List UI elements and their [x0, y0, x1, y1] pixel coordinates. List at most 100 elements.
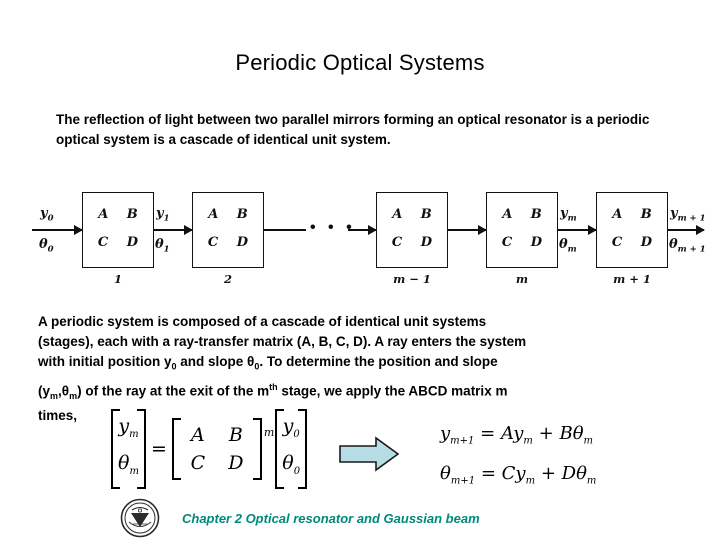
column-vector-lhs: ym θm — [111, 409, 146, 489]
result-equation-1: ym+1 = Aym + Bθm — [440, 418, 596, 458]
arrow-stage-m-to-stage-m-plus-1 — [558, 225, 597, 235]
stage-box-m-plus-1: A B C D — [596, 192, 668, 268]
ray-var-theta0: θ — [39, 237, 48, 252]
stage-2-matrix-row-1: A B — [208, 207, 255, 222]
eq1-term-1-sub: m — [523, 435, 533, 447]
arrow-stage-m-minus-1-to-stage-m — [448, 225, 487, 235]
stage-m-minus-1-matrix-row-2: C D — [391, 235, 440, 250]
body-line-5: times, — [38, 407, 78, 423]
body-line-4-sub-1: m — [50, 390, 59, 401]
arrow-into-stage-m-minus-1 — [348, 225, 377, 235]
rhs-row-2-var: θ — [282, 452, 294, 474]
stage-index-m: m — [515, 272, 529, 286]
footer: Chapter 2 Optical resonator and Gaussian… — [120, 498, 480, 538]
result-equations: ym+1 = Aym + Bθm θm+1 = Cym + Dθm — [440, 418, 596, 497]
connector-line-after-stage-2 — [264, 229, 306, 231]
body-paragraph: A periodic system is composed of a casca… — [38, 312, 688, 426]
ray-sub-y0: 0 — [47, 213, 54, 224]
ray-label-stage-m-slope: θm — [559, 237, 577, 255]
body-line-4-b: ,θ — [58, 383, 70, 399]
eq2-term-2: Dθ — [561, 462, 587, 484]
body-line-3-sub-2: 0 — [254, 361, 260, 372]
eq1-plus: + — [538, 423, 554, 444]
rhs-row-1-var: y — [282, 415, 294, 438]
stage-1-matrix-row-2: C D — [97, 235, 146, 250]
eq2-equals: = — [480, 462, 496, 484]
eq1-equals: = — [480, 423, 496, 444]
stage-box-m-minus-1: A B C D — [376, 192, 448, 268]
ray-var-thetam: θ — [559, 237, 568, 252]
ray-var-ym: y — [560, 206, 568, 221]
lhs-row-2-var: θ — [118, 452, 130, 474]
ray-label-input-position: y0 — [40, 206, 53, 224]
eq1-lhs-sub: m+1 — [450, 435, 475, 447]
body-line-4-c: ) of the ray at the exit of the m — [77, 383, 270, 399]
stage-box-m: A B C D — [486, 192, 558, 268]
lhs-row-1-sub: m — [129, 429, 139, 440]
cascade-diagram: y0 θ0 A B C D 1 y1 θ1 A B C D 2 • • • A … — [18, 182, 708, 290]
ray-sub-theta0: 0 — [47, 244, 54, 255]
abcd-b: B — [228, 424, 243, 446]
body-line-3-b: and slope θ — [176, 354, 255, 369]
body-line-4-sup: th — [269, 381, 278, 392]
lhs-row-2-sub: m — [129, 465, 139, 477]
ray-label-stage1-position: y1 — [156, 206, 169, 224]
equals-sign: = — [150, 438, 167, 460]
eq2-lhs-sub: m+1 — [450, 475, 476, 487]
eq2-plus: + — [540, 462, 556, 484]
ray-sub-ym1: m + 1 — [677, 213, 706, 224]
abcd-d: D — [228, 452, 244, 474]
body-line-3-c: . To determine the position and slope — [259, 354, 498, 369]
stage-m-plus-1-matrix-row-1: A B — [612, 207, 659, 222]
stage-m-minus-1-matrix-row-1: A B — [392, 207, 439, 222]
ellipsis-dots: • • • — [310, 219, 356, 236]
body-line-2: (stages), each with a ray-transfer matri… — [38, 334, 527, 349]
ray-var-y1: y — [156, 206, 164, 221]
stage-index-1: 1 — [113, 272, 122, 286]
stage-m-matrix-row-1: A B — [502, 207, 549, 222]
ray-label-output-position: ym + 1 — [670, 206, 706, 224]
eq1-term-2-sub: m — [583, 435, 594, 447]
ray-var-thetam1: θ — [669, 237, 678, 252]
lhs-row-1-var: y — [118, 415, 130, 438]
stage-index-m-plus-1: m + 1 — [613, 272, 651, 286]
body-line-4-sub-2: m — [69, 390, 78, 401]
arrow-input-to-stage-1 — [32, 225, 83, 235]
body-line-1: A periodic system is composed of a casca… — [38, 314, 487, 329]
eq2-lhs-var: θ — [440, 462, 451, 484]
arrow-output — [668, 225, 705, 235]
footer-chapter-label: Chapter 2 Optical resonator and Gaussian… — [182, 510, 480, 526]
stage-box-1: A B C D — [82, 192, 154, 268]
intro-paragraph: The reflection of light between two para… — [56, 112, 650, 147]
ray-label-input-slope: θ0 — [39, 237, 54, 255]
eq2-term-1: Cy — [501, 462, 526, 484]
ray-sub-theta1: 1 — [163, 244, 170, 255]
eq1-lhs-var: y — [440, 423, 451, 444]
ray-sub-y1: 1 — [163, 213, 170, 224]
ray-sub-thetam: m — [567, 244, 577, 255]
abcd-a: A — [190, 424, 205, 446]
result-equation-2: θm+1 = Cym + Dθm — [440, 458, 596, 498]
matrix-exponent: m — [263, 426, 275, 439]
ray-label-stage-m-position: ym — [560, 206, 577, 224]
ray-label-stage1-slope: θ1 — [155, 237, 170, 255]
stage-box-2: A B C D — [192, 192, 264, 268]
arrow-stage-1-to-stage-2 — [154, 225, 193, 235]
stage-m-matrix-row-2: C D — [501, 235, 550, 250]
eq2-term-2-sub: m — [586, 475, 597, 487]
stage-1-matrix-row-1: A B — [98, 207, 145, 222]
stage-index-2: 2 — [223, 272, 232, 286]
university-seal-logo-icon — [120, 498, 160, 538]
rhs-row-1: y0 — [282, 412, 300, 449]
rhs-row-1-sub: 0 — [293, 429, 300, 440]
ray-var-theta1: θ — [155, 237, 164, 252]
eq1-term-1: Ay — [500, 423, 524, 444]
body-line-3-a: with initial position y — [38, 354, 172, 369]
column-vector-rhs: y0 θ 0 — [275, 409, 307, 489]
eq2-term-1-sub: m — [525, 475, 536, 487]
stage-m-plus-1-matrix-row-2: C D — [611, 235, 660, 250]
ray-sub-ym: m — [567, 213, 577, 224]
